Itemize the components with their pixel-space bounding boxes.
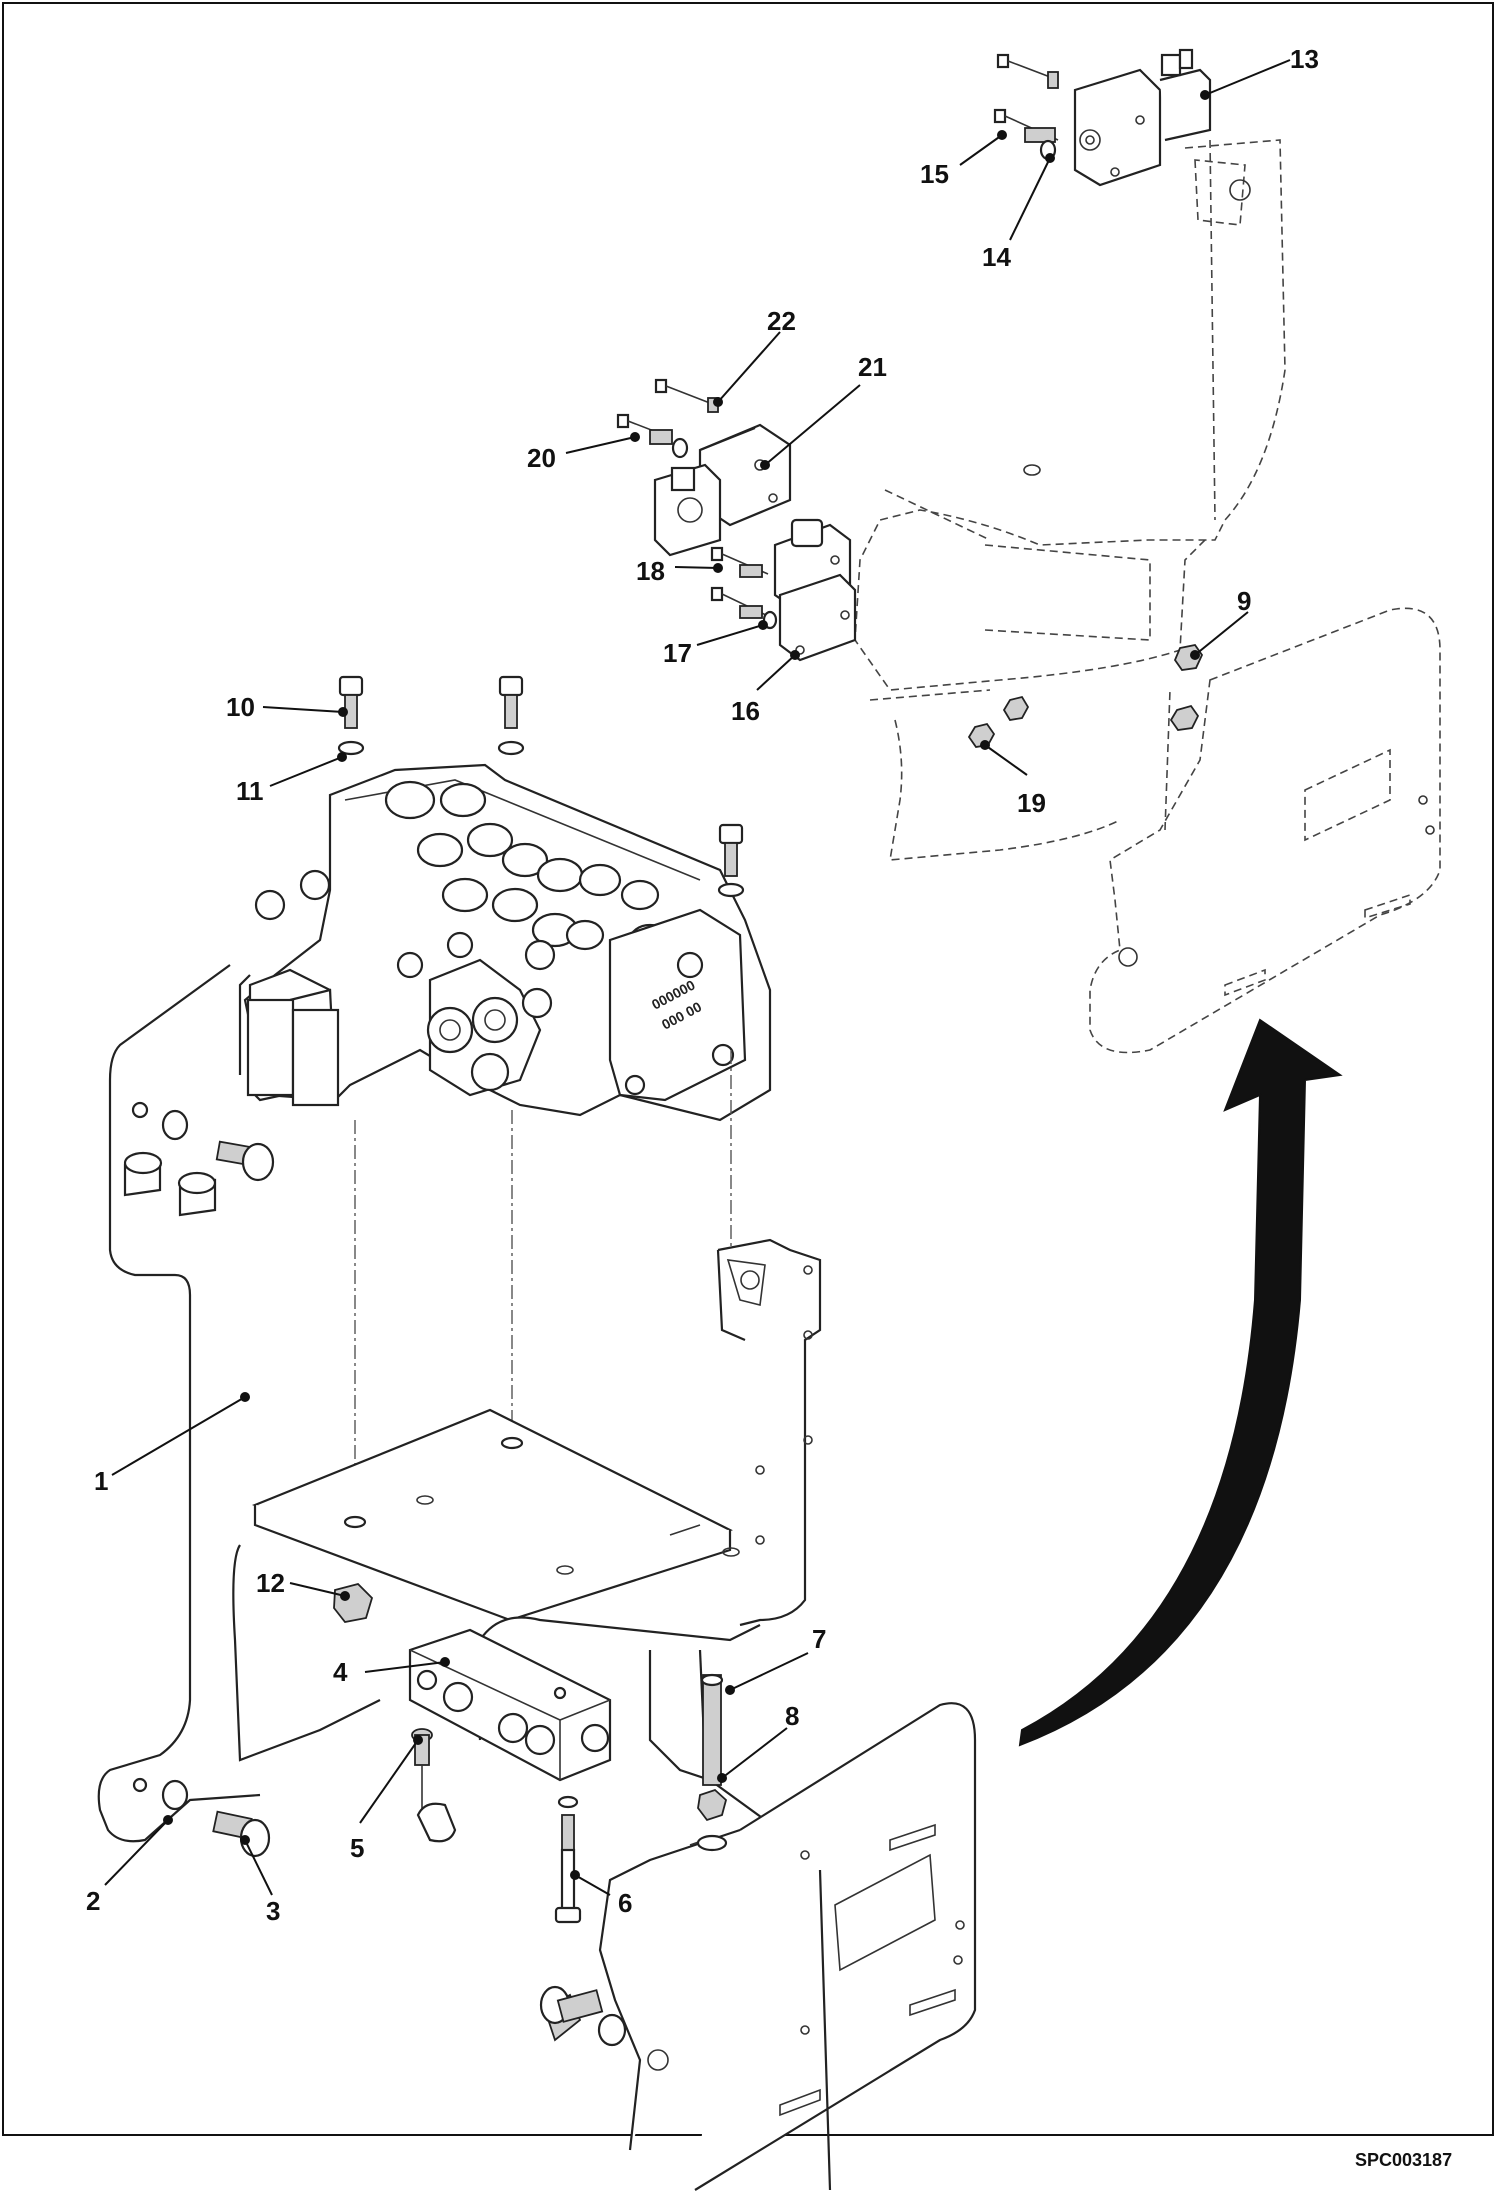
main-bracket-assembly: 000000 000 00: [97, 675, 977, 2191]
valve-bank-bolts: [337, 675, 745, 898]
valve-block-21: [653, 423, 792, 557]
callout-20: 20: [527, 443, 556, 473]
callout-10: 10: [226, 692, 255, 722]
callout-13: 13: [1290, 44, 1319, 74]
callout-7: 7: [812, 1624, 826, 1654]
bolt-6: [554, 1795, 582, 1924]
callout-14: 14: [982, 242, 1011, 272]
control-valve-bank: 000000 000 00: [243, 763, 772, 1122]
callout-11: 11: [236, 776, 264, 806]
callout-15: 15: [920, 159, 949, 189]
callout-3: 3: [266, 1896, 280, 1926]
upper-base-plate: [1089, 607, 1441, 1054]
callout-4: 4: [333, 1657, 348, 1687]
callouts: 1 2 3 4 5 6 7 8 9 10 11 12 13: [86, 44, 1319, 1926]
nut-12: [333, 1582, 374, 1623]
callout-16: 16: [731, 696, 760, 726]
manifold-block: [408, 1628, 612, 1782]
callout-9: 9: [1237, 586, 1251, 616]
lower-pivot-bolt: [539, 1985, 627, 2047]
callout-8: 8: [785, 1701, 799, 1731]
callout-5: 5: [350, 1833, 364, 1863]
callout-17: 17: [663, 638, 692, 668]
upper-mount-plate: [854, 139, 1286, 691]
callout-21: 21: [858, 352, 887, 382]
callout-6: 6: [618, 1888, 632, 1918]
valve-block-16: [773, 518, 857, 662]
pivot-bolt-2-3: [132, 1777, 457, 1858]
callout-2: 2: [86, 1886, 100, 1916]
lower-base-plate: [694, 1702, 977, 2191]
upper-bracket-assembly: [616, 48, 1441, 1054]
callout-22: 22: [767, 306, 796, 336]
drawing-id-label: SPC003187: [1355, 2150, 1453, 2170]
view-transition-arrow: [1018, 1018, 1343, 1747]
screw-pair-14-15: [993, 53, 1059, 161]
callout-1: 1: [94, 1466, 108, 1496]
callout-19: 19: [1017, 788, 1046, 818]
valve-mount-plate: [251, 1408, 740, 1622]
screw-pair-17-18: [710, 546, 778, 630]
screw-pair-20-22: [616, 378, 719, 459]
gear-motor: [426, 939, 556, 1097]
valve-block-13: [1073, 48, 1212, 187]
bolt-7-washer-8: [696, 1673, 728, 1852]
callout-18: 18: [636, 556, 665, 586]
frame-top-left-hardware: [123, 1101, 275, 1217]
nuts-9-19: [967, 644, 1204, 748]
callout-12: 12: [256, 1568, 285, 1598]
